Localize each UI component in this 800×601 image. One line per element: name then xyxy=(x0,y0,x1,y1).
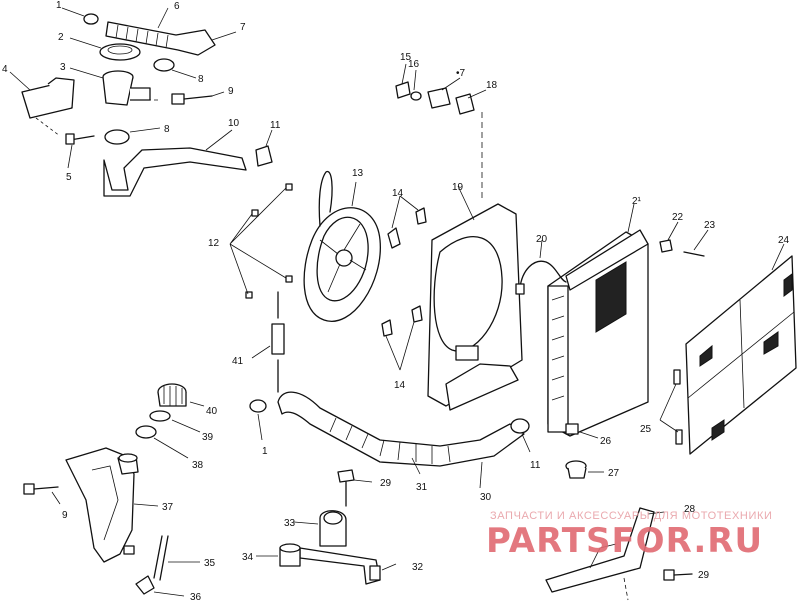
sensor-assembly xyxy=(395,63,487,200)
radiator-screen-24 xyxy=(685,243,797,455)
watermark-brand: PARTSFOR.RU xyxy=(486,521,763,561)
callout-19: 19 xyxy=(452,182,464,193)
bolt-29-right xyxy=(623,569,693,601)
mount-bracket-4 xyxy=(9,71,75,137)
callout-4: 4 xyxy=(2,64,8,75)
bolt-9-top xyxy=(171,91,225,105)
grommet-27 xyxy=(565,460,604,479)
hose-clamp-1-lower xyxy=(249,399,267,441)
callout-1: 1 xyxy=(262,446,268,457)
callout-7: 7 xyxy=(240,22,246,33)
overflow-bottle-37 xyxy=(65,447,159,563)
standoff-41 xyxy=(251,291,285,393)
callout-1: 1 xyxy=(56,0,62,11)
callout-15: 15 xyxy=(400,52,412,63)
bracket-32 xyxy=(299,547,397,585)
lower-hose-31 xyxy=(277,391,525,489)
mount-bracket-33 xyxy=(293,510,347,547)
callout-14: 14 xyxy=(392,188,404,199)
callout-39: 39 xyxy=(202,432,214,443)
clips-14 xyxy=(381,195,427,371)
callout-37: 37 xyxy=(162,502,174,513)
radiator-cap xyxy=(69,37,141,61)
callout-29: 29 xyxy=(380,478,392,489)
fan-shroud-19 xyxy=(427,185,523,411)
callout-29: 29 xyxy=(698,570,710,581)
callout-22: 22 xyxy=(672,212,684,223)
seal-39 xyxy=(149,410,201,433)
callout-30: 30 xyxy=(480,492,492,503)
callout-40: 40 xyxy=(206,406,218,417)
hose-clamp-8-lower xyxy=(104,127,161,145)
bushing-34 xyxy=(256,543,301,567)
callout-28: 28 xyxy=(684,504,696,515)
upper-hose-10 xyxy=(103,129,247,197)
callout-11: 11 xyxy=(530,460,541,471)
callout-7: •7 xyxy=(456,68,466,79)
hose-clamp-11-lower xyxy=(510,418,531,453)
temp-sensor-wire-20 xyxy=(515,239,567,295)
rivets-12 xyxy=(229,183,293,299)
fasteners-22-23 xyxy=(659,221,709,257)
cooling-fan-13 xyxy=(303,170,381,322)
bracket-28 xyxy=(545,507,665,593)
vent-tube-35 xyxy=(153,535,200,581)
callout-41: 41 xyxy=(232,356,244,367)
callout-3: 3 xyxy=(60,62,66,73)
hose-clamp-8-upper xyxy=(153,58,197,79)
callout-24: 24 xyxy=(778,235,790,246)
callout-12: 12 xyxy=(208,238,220,249)
callout-9: 9 xyxy=(62,510,68,521)
filler-neck xyxy=(69,67,160,106)
callout-8: 8 xyxy=(198,74,204,85)
callout-33: 33 xyxy=(284,518,296,529)
callout-34: 34 xyxy=(242,552,254,563)
callout-36: 36 xyxy=(190,592,202,601)
drain-plug-26 xyxy=(565,423,599,439)
callout-27: 27 xyxy=(608,468,620,479)
callout-38: 38 xyxy=(192,460,204,471)
callout-31: 31 xyxy=(416,482,428,493)
radiator-21 xyxy=(547,203,649,437)
callout-26: 26 xyxy=(600,436,612,447)
callout-14: 14 xyxy=(394,380,406,391)
callout-35: 35 xyxy=(204,558,216,569)
bolt-29-center xyxy=(337,469,373,507)
callout-2: 2 xyxy=(58,32,64,43)
screen-clips-25 xyxy=(659,369,683,445)
callout-13: 13 xyxy=(352,168,364,179)
adapter-38 xyxy=(135,425,189,459)
watermark-tagline: ЗАПЧАСТИ И АКСЕССУАРЫ ДЛЯ МОТОТЕХНИКИ xyxy=(490,510,772,522)
callout-25: 25 xyxy=(640,424,652,435)
callout-16: 16 xyxy=(408,59,420,70)
callout-10: 10 xyxy=(228,118,240,129)
upper-hose-6 xyxy=(105,7,237,56)
callout-21: 2¹ xyxy=(632,196,642,207)
callout-18: 18 xyxy=(486,80,498,91)
callout-32: 32 xyxy=(412,562,424,573)
drain-fitting xyxy=(123,545,135,555)
callout-11: 11 xyxy=(270,120,281,131)
callout-20: 20 xyxy=(536,234,548,245)
bolt-9-bottom xyxy=(23,483,61,505)
watermark: ЗАПЧАСТИ И АКСЕССУАРЫ ДЛЯ МОТОТЕХНИКИ PA… xyxy=(486,510,772,561)
hose-clamp-11-upper xyxy=(255,129,273,167)
bolt-5 xyxy=(65,133,95,169)
callout-5: 5 xyxy=(66,172,72,183)
callout-9: 9 xyxy=(228,86,234,97)
hose-clamp-top xyxy=(61,7,99,25)
callout-6: 6 xyxy=(174,1,180,12)
callout-8: 8 xyxy=(164,124,170,135)
bottle-cap-40 xyxy=(157,383,205,407)
clip-36 xyxy=(135,575,185,597)
callout-23: 23 xyxy=(704,220,716,231)
